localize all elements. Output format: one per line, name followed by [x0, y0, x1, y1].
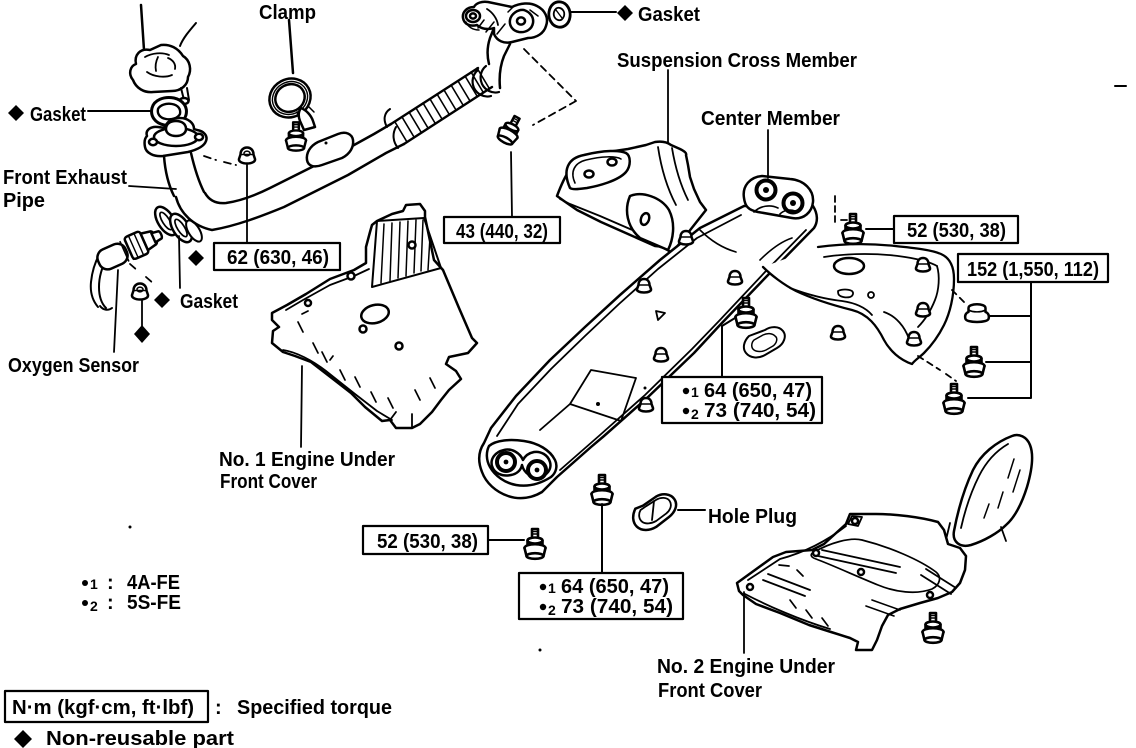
- svg-text:1: 1: [691, 384, 699, 400]
- svg-text:62 (630, 46): 62 (630, 46): [227, 247, 329, 269]
- svg-text::: :: [215, 697, 222, 719]
- svg-text:No. 2 Engine Under: No. 2 Engine Under: [657, 656, 835, 678]
- svg-text:Front Cover: Front Cover: [220, 471, 317, 493]
- svg-text:43 (440, 32): 43 (440, 32): [456, 221, 548, 243]
- svg-text:2: 2: [691, 406, 699, 422]
- svg-text:Specified torque: Specified torque: [237, 697, 392, 719]
- svg-text:Non-reusable part: Non-reusable part: [46, 728, 234, 748]
- svg-text:Gasket: Gasket: [180, 291, 238, 313]
- svg-text:1: 1: [548, 580, 556, 596]
- svg-text:Suspension Cross Member: Suspension Cross Member: [617, 50, 857, 72]
- svg-text:Oxygen Sensor: Oxygen Sensor: [8, 355, 139, 377]
- svg-text::: :: [107, 572, 114, 594]
- svg-text:Clamp: Clamp: [259, 2, 316, 24]
- svg-text:4A-FE: 4A-FE: [127, 572, 180, 594]
- svg-text:64 (650, 47): 64 (650, 47): [561, 576, 669, 598]
- svg-text:73 (740, 54): 73 (740, 54): [561, 596, 673, 618]
- svg-text:152 (1,550, 112): 152 (1,550, 112): [967, 259, 1099, 281]
- svg-text:Gasket: Gasket: [30, 104, 86, 126]
- svg-text:64 (650, 47): 64 (650, 47): [704, 380, 812, 402]
- svg-text:52 (530, 38): 52 (530, 38): [907, 220, 1006, 242]
- svg-text:Center Member: Center Member: [701, 108, 840, 130]
- svg-text:N·m (kgf·cm, ft·lbf): N·m (kgf·cm, ft·lbf): [12, 697, 194, 719]
- svg-text:Front Cover: Front Cover: [658, 680, 762, 702]
- svg-text:5S-FE: 5S-FE: [127, 592, 181, 614]
- svg-text:52 (530, 38): 52 (530, 38): [377, 531, 478, 553]
- svg-text::: :: [107, 592, 114, 614]
- svg-text:2: 2: [90, 598, 98, 614]
- svg-text:73 (740, 54): 73 (740, 54): [704, 400, 816, 422]
- svg-text:Pipe: Pipe: [3, 190, 45, 212]
- svg-text:Front Exhaust: Front Exhaust: [3, 167, 127, 189]
- svg-text:1: 1: [90, 576, 98, 592]
- svg-text:Gasket: Gasket: [638, 4, 700, 26]
- svg-text:Hole Plug: Hole Plug: [708, 506, 797, 528]
- svg-text:No. 1 Engine Under: No. 1 Engine Under: [219, 449, 395, 471]
- svg-text:2: 2: [548, 602, 556, 618]
